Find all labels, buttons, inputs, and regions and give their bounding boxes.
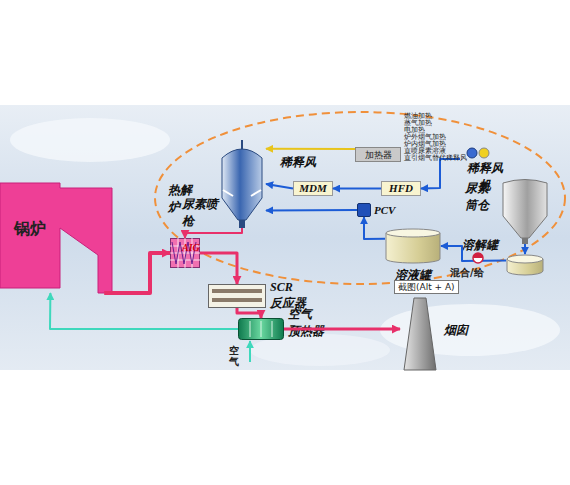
dissolving-tank: 溶解罐 bbox=[506, 254, 544, 276]
mdm-box: MDM bbox=[293, 181, 333, 196]
node-label: 烟囱 bbox=[444, 322, 474, 339]
system-boundary-ellipse bbox=[155, 112, 565, 284]
annotation-label: 燃油加热 bbox=[404, 113, 432, 120]
tank-cylinder bbox=[506, 254, 544, 276]
flow-connector bbox=[266, 148, 355, 150]
pyrolysis-furnace: 热解炉尿素喷枪 bbox=[218, 140, 266, 228]
air-preheater: 空气 预热器 bbox=[238, 318, 284, 340]
annotation-label: 直喷尿素溶液 bbox=[404, 148, 446, 155]
annotation-label: 混合/给 bbox=[450, 266, 484, 280]
tank-cylinder bbox=[385, 228, 441, 264]
sky-band bbox=[0, 105, 570, 370]
annotation-label: 直引烟气替代稀释风 bbox=[404, 155, 467, 162]
urea-silo bbox=[503, 178, 547, 244]
flow-connector bbox=[237, 308, 261, 318]
node-label: HFD bbox=[382, 182, 420, 194]
flow-connector bbox=[333, 188, 381, 190]
flow-connector bbox=[266, 209, 357, 211]
flow-connector bbox=[364, 217, 385, 239]
scr-reactor: SCR 反应器 bbox=[208, 284, 266, 308]
air-preheater-shape bbox=[238, 318, 284, 340]
hfd-box: HFD bbox=[381, 181, 421, 196]
node-label: 尿素喷枪 bbox=[182, 196, 220, 230]
node-label: 尿素 筒仓 bbox=[465, 180, 493, 214]
flow-connector bbox=[266, 184, 293, 189]
annotation-label: 炉内烟气加热 bbox=[404, 141, 446, 148]
solution-tank: 溶液罐 bbox=[385, 228, 441, 264]
urea-silo: 尿素 筒仓 bbox=[503, 178, 547, 244]
chimney: 烟囱 bbox=[400, 298, 440, 370]
pcv-valve: PCV bbox=[357, 203, 371, 217]
pump-symbol-fill bbox=[473, 253, 483, 258]
scr-reactor-shape bbox=[208, 284, 266, 308]
node-label: 加热器 bbox=[356, 149, 400, 162]
chimney-shape bbox=[400, 298, 440, 370]
node-label: MDM bbox=[294, 182, 332, 194]
flow-connector bbox=[524, 244, 526, 254]
annotation-label: 空气 bbox=[229, 345, 241, 367]
flow-connector bbox=[441, 246, 506, 261]
boiler: 锅炉 bbox=[0, 183, 112, 293]
reactor-vessel bbox=[218, 140, 266, 228]
annotation-label: 稀释风 bbox=[280, 154, 316, 171]
node-label: AIG bbox=[182, 242, 212, 253]
air-inlet-line bbox=[249, 341, 251, 362]
annotation-label: 电加热 bbox=[404, 127, 425, 134]
flow-connector bbox=[200, 253, 237, 284]
flow-connector bbox=[50, 293, 238, 329]
annotation-label: 截图(Alt + A) bbox=[394, 280, 459, 294]
flow-connector bbox=[421, 159, 460, 189]
cloud bbox=[10, 118, 170, 162]
flow-connector bbox=[284, 328, 400, 331]
flow-connector bbox=[185, 228, 242, 238]
node-label: 空气 预热器 bbox=[288, 306, 330, 340]
heater-box: 加热器 bbox=[355, 147, 401, 162]
flow-connector bbox=[104, 253, 170, 293]
aig-grid: AIG bbox=[170, 238, 200, 268]
annotation-label: 蒸气加热 bbox=[404, 120, 432, 127]
node-label: 溶解罐 bbox=[462, 237, 508, 254]
pump-symbol bbox=[473, 253, 483, 263]
node-label: PCV bbox=[374, 204, 404, 216]
annotation-label: 炉外烟气加热 bbox=[404, 134, 446, 141]
node-label: 锅炉 bbox=[14, 219, 54, 240]
